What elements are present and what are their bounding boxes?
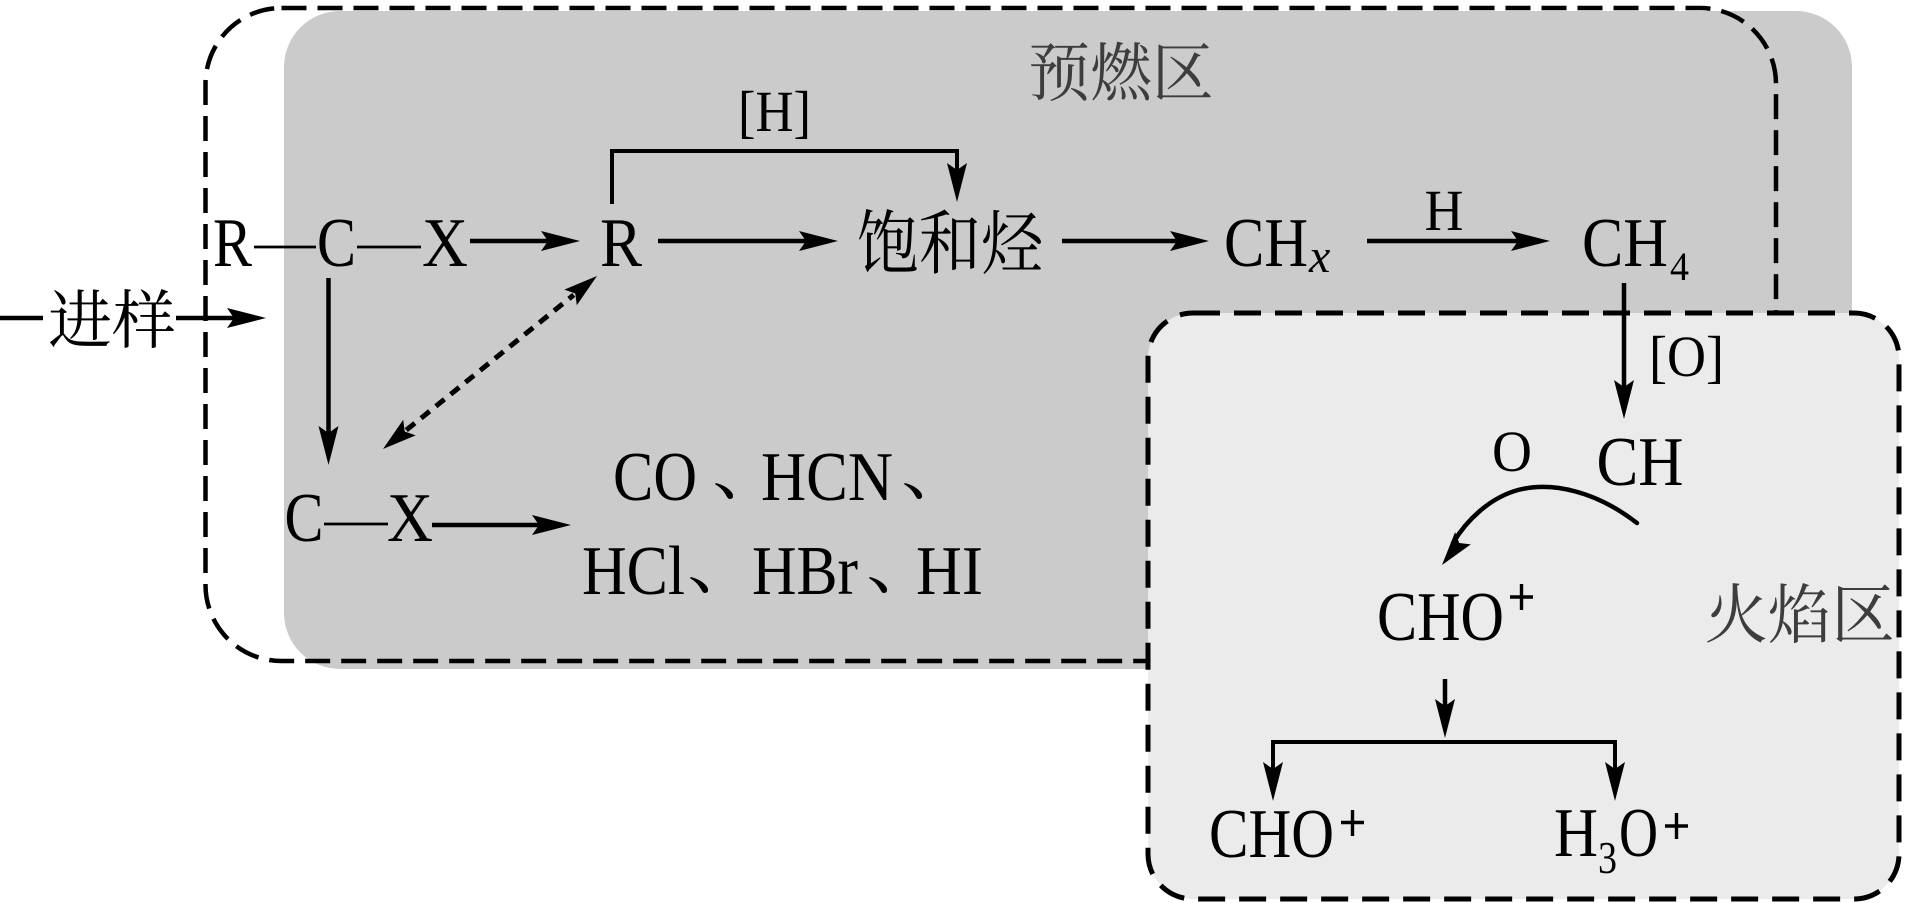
svg-text:X: X [387,480,433,557]
svg-text:R: R [600,205,642,282]
svg-text:O: O [1619,795,1658,872]
svg-text:3: 3 [1598,832,1617,883]
svg-text:CHO: CHO [1209,796,1334,873]
svg-text:x: x [1308,230,1330,283]
svg-text:CH: CH [1224,205,1308,282]
svg-text:HBr: HBr [752,533,858,610]
svg-text:H: H [1554,795,1598,872]
svg-text:C: C [317,205,356,282]
svg-text:R: R [213,205,252,282]
svg-text:HCl: HCl [582,533,685,610]
svg-text:X: X [422,205,468,282]
svg-text:4: 4 [1670,244,1689,289]
svg-text:O: O [1492,419,1532,484]
svg-text:CO: CO [613,439,697,516]
svg-text:[H]: [H] [738,79,811,144]
svg-text:HI: HI [916,533,983,610]
svg-text:CHO: CHO [1377,579,1504,656]
svg-text:CH: CH [1582,205,1668,282]
svg-text:C: C [285,480,324,557]
svg-text:HCN: HCN [761,439,893,516]
svg-text:CH: CH [1597,424,1684,501]
svg-text:[O]: [O] [1649,324,1724,389]
svg-text:H: H [1425,178,1464,243]
